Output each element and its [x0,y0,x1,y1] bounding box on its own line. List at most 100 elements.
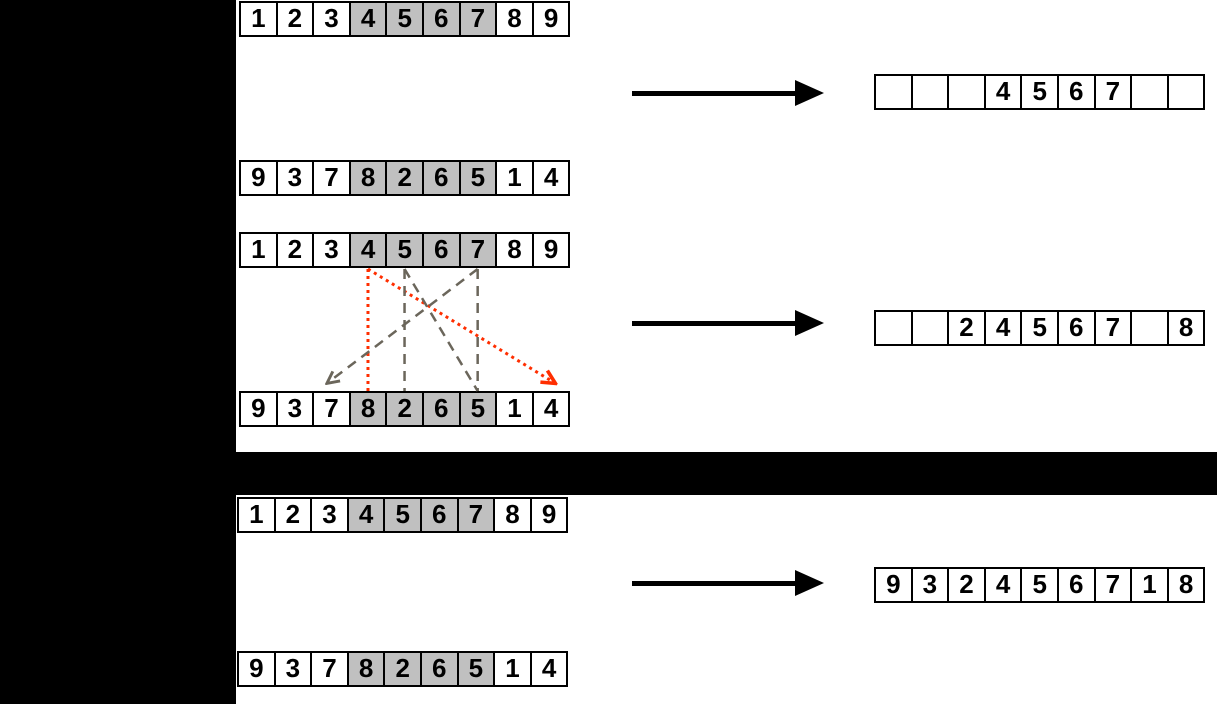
array-cell: 2 [275,3,313,35]
array-cell: 4 [531,162,569,194]
array-cell: 7 [312,162,349,194]
array-cell [876,76,911,108]
array-cell: 9 [241,393,276,425]
array-cell: 1 [495,162,532,194]
array-cell: 9 [239,653,274,685]
array-cell: 4 [348,3,386,35]
array-cell: 2 [275,234,313,266]
array-cell: 9 [531,234,569,266]
right-arrowhead-icon [795,80,824,106]
array-cell: 4 [529,653,567,685]
step1-flow-arrow [632,80,824,106]
array-cell: 2 [385,162,422,194]
array-cell: 1 [239,499,274,531]
array-cell: 3 [310,499,347,531]
array-cell: 6 [421,234,459,266]
mapping-line [403,268,479,392]
array-cell: 5 [385,3,422,35]
array-cell: 3 [275,393,313,425]
array-cell: 5 [458,393,496,425]
array-cell: 5 [385,234,422,266]
array-cell: 2 [273,499,311,531]
array-cell: 4 [346,499,384,531]
array-cell: 8 [495,234,532,266]
array-cell: 8 [348,162,386,194]
array-cell: 9 [529,499,567,531]
array-cell: 3 [312,3,349,35]
array-cell: 3 [275,162,313,194]
array-cell: 5 [1020,569,1057,601]
array-cell: 4 [348,234,386,266]
mapping-line [327,268,479,383]
array-cell [1130,76,1167,108]
array-cell: 6 [1056,312,1094,344]
array-cell: 6 [421,3,459,35]
array-cell: 6 [419,653,457,685]
array-cell: 1 [493,653,530,685]
array-cell: 8 [348,393,386,425]
mapping-overlay [236,267,581,392]
array-cell: 8 [1166,312,1204,344]
array-cell: 2 [383,653,420,685]
array-cell: 9 [531,3,569,35]
array-cell: 4 [983,76,1021,108]
array-cell: 9 [876,569,911,601]
arrow-shaft [632,90,798,96]
array-cell: 4 [983,569,1021,601]
array-cell [910,312,948,344]
right-arrowhead-icon [795,570,824,596]
array-cell [876,312,911,344]
array-cell: 4 [531,393,569,425]
array-cell: 7 [310,653,347,685]
array-cell: 7 [458,3,496,35]
array-cell: 4 [983,312,1021,344]
array-cell: 8 [495,3,532,35]
array-cell: 6 [421,162,459,194]
right-arrowhead-icon [795,310,824,336]
array-cell [947,76,984,108]
array-cell: 3 [312,234,349,266]
arrow-shaft [632,580,798,586]
array-cell: 7 [458,234,496,266]
step2-flow-arrow [632,310,824,336]
array-cell: 5 [383,499,420,531]
array-cell: 8 [1166,569,1204,601]
step3-flow-arrow [632,570,824,596]
array-cell: 5 [458,162,496,194]
array-cell: 7 [1093,312,1131,344]
array-cell [1130,312,1167,344]
array-cell [910,76,948,108]
array-cell: 8 [346,653,384,685]
array-cell: 2 [947,312,984,344]
arrow-shaft [632,320,798,326]
array-cell: 6 [421,393,459,425]
array-cell: 1 [495,393,532,425]
array-cell: 9 [241,162,276,194]
array-cell: 1 [241,234,276,266]
array-cell: 2 [947,569,984,601]
array-cell: 3 [910,569,948,601]
array-cell: 3 [273,653,311,685]
array-cell: 7 [456,499,494,531]
array-cell: 7 [1093,76,1131,108]
array-cell: 5 [456,653,494,685]
array-cell: 5 [1020,76,1057,108]
array-cell [1166,76,1204,108]
array-cell: 7 [312,393,349,425]
array-cell: 7 [1093,569,1131,601]
mapping-line [367,267,555,383]
array-cell: 1 [1130,569,1167,601]
array-cell: 6 [1056,569,1094,601]
array-cell: 2 [385,393,422,425]
array-cell: 1 [241,3,276,35]
